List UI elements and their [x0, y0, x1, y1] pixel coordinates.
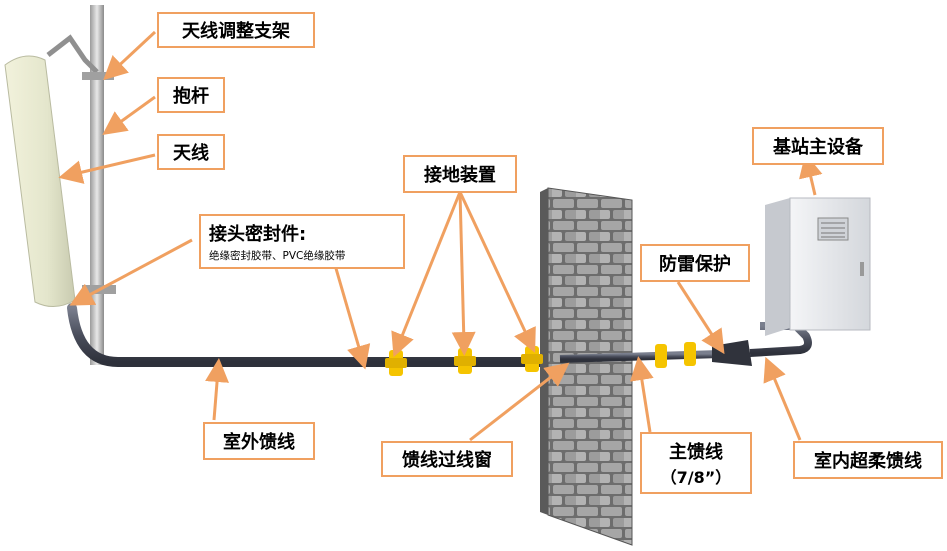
label-pole: 抱杆 — [157, 77, 225, 113]
antenna-panel — [4, 55, 76, 307]
pole — [90, 5, 104, 365]
arrow-lightning — [676, 281, 725, 355]
arrow-seal-left — [69, 238, 193, 306]
label-outdoor-feeder: 室外馈线 — [203, 422, 315, 460]
grounding-clamp-2 — [454, 348, 476, 374]
arrow-antenna — [58, 153, 156, 184]
antenna-bracket — [46, 34, 99, 74]
label-main-feeder: 主馈线 （7/8”） — [640, 432, 752, 494]
feeder-clamp-2 — [684, 342, 696, 366]
arrow-seal-right — [333, 264, 371, 370]
label-antenna-bracket: 天线调整支架 — [157, 12, 315, 48]
connector-seal-materials: 绝缘密封胶带、PVC绝缘胶带 — [209, 250, 346, 262]
pole-clamp-top — [82, 72, 114, 80]
arrow-ground-1 — [391, 191, 462, 358]
arrow-window — [469, 362, 570, 442]
grounding-clamp-1 — [385, 350, 407, 376]
wall — [547, 187, 633, 546]
label-antenna: 天线 — [157, 134, 225, 170]
arrow-indoor — [763, 356, 802, 441]
indoor-jumper-cable — [749, 322, 812, 357]
feeder-clamp-1 — [655, 344, 667, 368]
bts-cabinet-side — [765, 198, 790, 336]
arrow-bracket — [103, 30, 157, 81]
arrow-bts — [799, 153, 823, 196]
arrow-pole — [102, 95, 156, 136]
outdoor-feeder-cable — [67, 303, 565, 367]
main-feeder-spec: （7/8”） — [660, 468, 732, 487]
arrow-ground-3 — [458, 191, 536, 353]
label-grounding: 接地装置 — [403, 155, 517, 193]
label-connector-seal: 接头密封件: 绝缘密封胶带、PVC绝缘胶带 — [199, 214, 405, 269]
wall-side — [540, 188, 548, 515]
grounding-clamp-3 — [521, 346, 543, 372]
arrow-ground-2 — [451, 191, 476, 356]
label-indoor-jumper: 室内超柔馈线 — [793, 441, 943, 479]
label-bts: 基站主设备 — [752, 127, 884, 165]
arrow-main-feeder — [629, 356, 654, 433]
label-feeder-window: 馈线过线窗 — [381, 441, 513, 477]
connector-seal-title: 接头密封件: — [209, 224, 307, 245]
bts-handle — [860, 262, 864, 276]
main-feeder-title: 主馈线 — [669, 442, 723, 463]
label-lightning: 防雷保护 — [640, 244, 750, 282]
arrow-outdoor-feeder — [205, 358, 230, 421]
